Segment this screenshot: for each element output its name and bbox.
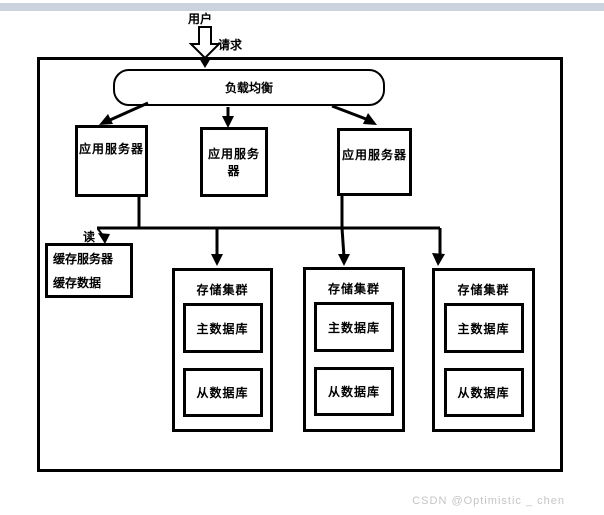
master-db-node-1: 主数据库 [182,303,263,353]
user-label: 用户 [188,12,213,26]
cache-server-label: 缓存服务器 [53,252,114,266]
user-request-block-arrow-icon [188,26,222,60]
cache-data-label: 缓存数据 [53,276,102,290]
diagram-outer-border [37,57,563,472]
app-server-label-1: 应用服务器 [78,142,144,156]
master-db-label-3: 主数据库 [457,321,510,336]
storage-cluster-node-1: 存储集群 主数据库 从数据库 [172,268,273,432]
app-server-label-2: 应用服务器 [207,147,260,178]
storage-cluster-label-3: 存储集群 [457,283,510,297]
master-db-label-2: 主数据库 [327,320,380,335]
slave-db-label-3: 从数据库 [457,386,510,400]
storage-cluster-label-1: 存储集群 [196,283,249,297]
cache-server-node: 缓存服务器 缓存数据 [45,243,133,298]
storage-cluster-node-2: 存储集群 主数据库 从数据库 [303,267,405,432]
top-window-strip [0,3,604,11]
app-server-label-3: 应用服务器 [341,148,407,162]
slave-db-node-1: 从数据库 [182,368,263,417]
app-server-node-3: 应用服务器 [337,128,412,196]
app-server-node-2: 应用服务器 [200,127,268,197]
slave-db-node-3: 从数据库 [443,368,524,417]
slave-db-label-1: 从数据库 [196,386,249,400]
request-label: 请求 [218,38,243,52]
csdn-watermark: CSDN @Optimistic _ chen [412,495,565,507]
slave-db-node-2: 从数据库 [314,367,394,416]
app-server-node-1: 应用服务器 [75,125,148,197]
storage-cluster-label-2: 存储集群 [327,282,380,296]
load-balancer-label: 负载均衡 [224,81,273,95]
master-db-node-2: 主数据库 [314,302,394,352]
master-db-node-3: 主数据库 [443,303,524,353]
master-db-label-1: 主数据库 [196,321,249,336]
load-balancer-node: 负载均衡 [113,69,385,106]
storage-cluster-node-3: 存储集群 主数据库 从数据库 [432,268,535,432]
slave-db-label-2: 从数据库 [327,385,380,399]
read-label: 读 [83,230,96,244]
